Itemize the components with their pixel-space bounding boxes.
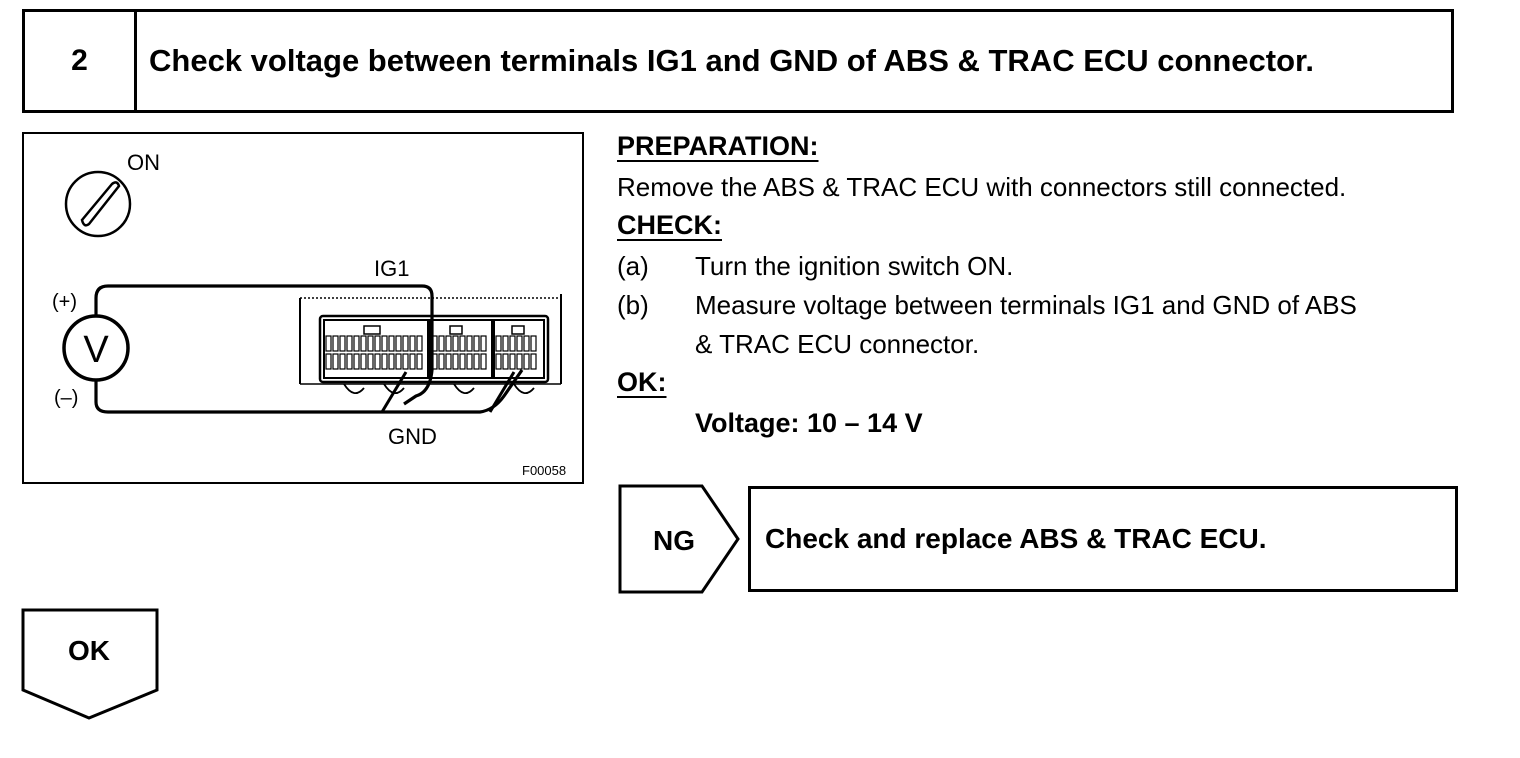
check-heading: CHECK: bbox=[617, 210, 722, 240]
voltmeter-v-label: V bbox=[83, 329, 109, 371]
ng-action: Check and replace ABS & TRAC ECU. bbox=[748, 486, 1458, 592]
preparation-text: Remove the ABS & TRAC ECU with connector… bbox=[617, 172, 1347, 202]
check-step-a-marker: (a) bbox=[617, 251, 649, 281]
ng-label: NG bbox=[653, 525, 695, 556]
check-step-a-text: Turn the ignition switch ON. bbox=[695, 251, 1014, 281]
ig1-label: IG1 bbox=[374, 256, 409, 281]
step-title: Check voltage between terminals IG1 and … bbox=[149, 43, 1315, 78]
gnd-lead bbox=[94, 369, 524, 414]
on-label: ON bbox=[127, 150, 160, 175]
check-step-b-marker: (b) bbox=[617, 290, 649, 320]
check-step-b-text-cont: & TRAC ECU connector. bbox=[695, 329, 980, 359]
ok-flow-label: OK bbox=[68, 635, 110, 666]
minus-label: (–) bbox=[54, 387, 78, 409]
step-number: 2 bbox=[25, 12, 137, 110]
check-step-b-text: Measure voltage between terminals IG1 an… bbox=[695, 290, 1357, 320]
wiring-diagram: ON V IG1 (+) (–) bbox=[52, 150, 566, 478]
ignition-key-icon bbox=[64, 170, 132, 238]
ng-arrow-box: NG bbox=[618, 484, 740, 594]
gnd-label: GND bbox=[388, 424, 437, 449]
voltage-spec: Voltage: 10 – 14 V bbox=[695, 408, 923, 438]
figure-code: F00058 bbox=[522, 463, 566, 478]
plus-label: (+) bbox=[52, 291, 77, 313]
step-header: 2 Check voltage between terminals IG1 an… bbox=[22, 9, 1454, 113]
preparation-heading: PREPARATION: bbox=[617, 131, 819, 161]
wiring-figure: ON V IG1 (+) (–) bbox=[22, 132, 584, 484]
ok-arrow-box: OK bbox=[21, 608, 159, 720]
ig1-lead bbox=[94, 284, 434, 406]
ok-spec-heading: OK: bbox=[617, 367, 667, 397]
voltmeter-icon: V bbox=[62, 314, 130, 382]
